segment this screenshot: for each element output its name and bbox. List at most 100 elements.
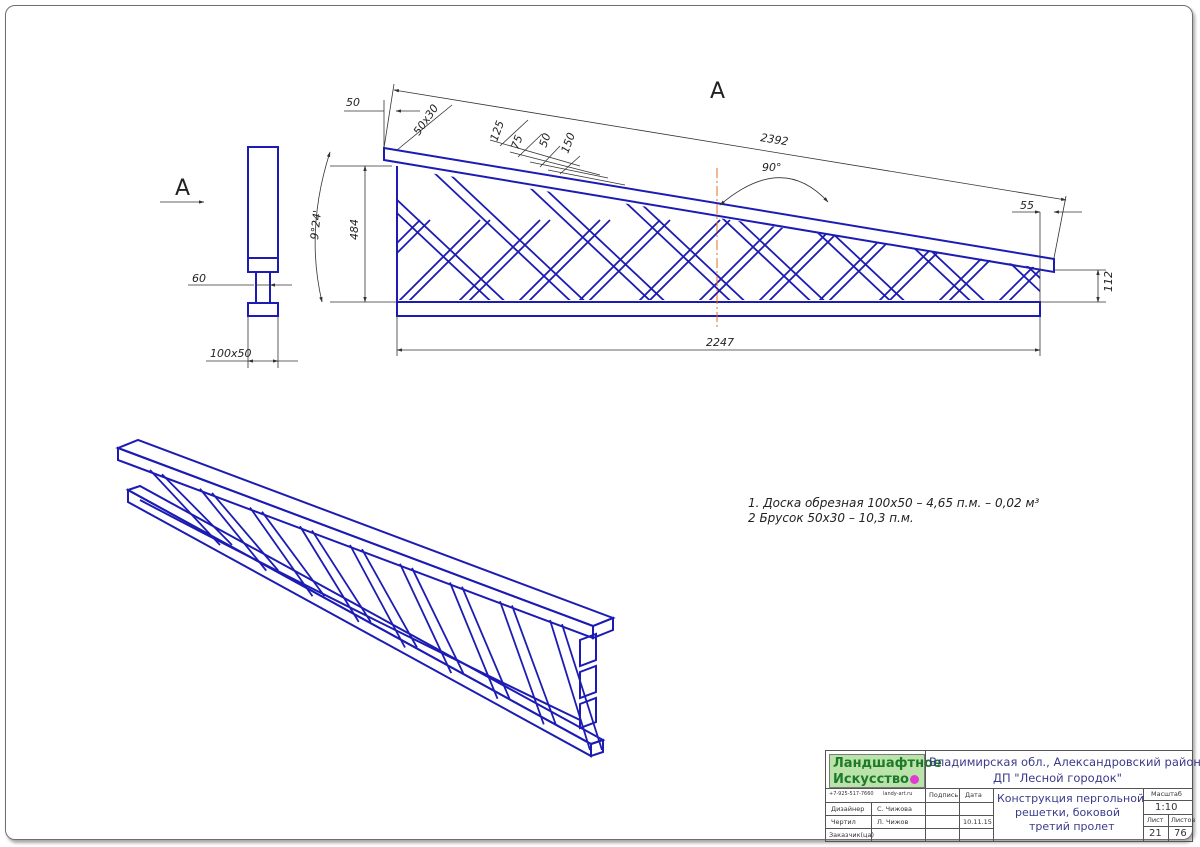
- lattice-slat-edge: [1050, 150, 1200, 310]
- lattice-cross-edge: [1060, 220, 1150, 310]
- iso-slat-edge: [449, 582, 499, 700]
- isometric-lattice: [149, 469, 603, 751]
- company-phone: +7-925-517-7660: [829, 791, 874, 797]
- sheet-number: 21: [1149, 828, 1162, 839]
- view-label-main: А: [710, 79, 725, 104]
- dim-post-gap: 60: [192, 272, 206, 285]
- lattice-diagonals: [397, 150, 1200, 310]
- lattice-cross-edge: [399, 219, 491, 300]
- lattice-slat-edge: [489, 168, 661, 300]
- iso-slat-edge: [549, 619, 591, 751]
- lattice-cross-edge: [699, 219, 791, 300]
- label-designer: Дизайнер: [831, 805, 865, 813]
- note-line-2: 2 Брусок 50х30 – 10,3 п.м.: [748, 511, 914, 525]
- lattice-cross-edge: [569, 219, 661, 300]
- lattice-cross-edge: [639, 219, 731, 300]
- dim-member-size: 50x30: [411, 102, 441, 138]
- iso-slat-edge: [261, 511, 326, 597]
- sheets-total: 76: [1174, 828, 1187, 839]
- drafter-name: Л. Чижов: [877, 818, 909, 826]
- label-sheet: Лист: [1147, 816, 1164, 824]
- dim-spacing-b: 75: [509, 133, 526, 151]
- company-site: landy-art.ru: [883, 791, 913, 797]
- lattice-cross-edge: [519, 219, 611, 300]
- designer-name: С. Чижова: [877, 805, 912, 813]
- lattice-cross-edge: [509, 219, 601, 300]
- dim-height-right: 112: [1102, 271, 1115, 292]
- lattice-cross-edge: [579, 219, 671, 300]
- material-notes: 1. Доска обрезная 100х50 – 4,65 п.м. – 0…: [748, 496, 1039, 526]
- iso-slat-edge: [411, 567, 465, 674]
- dim-post-size: 100x50: [210, 347, 252, 360]
- iso-slat-edge: [399, 563, 453, 674]
- note-line-1: 1. Доска обрезная 100х50 – 4,65 п.м. – 0…: [748, 496, 1040, 510]
- main-elevation-dimensions: [314, 83, 1106, 356]
- iso-slat-edge: [161, 473, 233, 546]
- view-label-side: А: [175, 176, 190, 201]
- project-location: Владимирская обл., Александровский район…: [929, 755, 1200, 769]
- lattice-cross-edge: [397, 219, 421, 300]
- logo-text-line2: Искусство: [833, 772, 909, 787]
- iso-slat-edge: [249, 506, 314, 597]
- title-block-frame: [825, 750, 1193, 842]
- lattice-cross-edge: [449, 219, 541, 300]
- iso-slat-edge: [461, 586, 511, 700]
- dim-spacing-d: 150: [559, 131, 578, 155]
- lattice-slat-edge: [397, 168, 501, 300]
- drawing-sheet-border: [5, 5, 1193, 840]
- isometric-view: [115, 438, 616, 758]
- dim-right-offset: 55: [1020, 199, 1034, 212]
- label-sheets: Листов: [1171, 816, 1196, 824]
- iso-slat-edge: [499, 600, 545, 725]
- lattice-cross-edge: [999, 219, 1040, 300]
- label-scale: Масштаб: [1151, 790, 1182, 798]
- lattice-slat-edge: [889, 168, 1040, 300]
- dim-bottom-length: 2247: [706, 336, 734, 349]
- lattice-slat-edge: [649, 168, 821, 300]
- dim-angle-90: 90°: [762, 161, 782, 174]
- lattice-slat-edge: [1064, 150, 1200, 310]
- iso-slat-edge: [561, 623, 603, 751]
- logo-text-line1: Ландшафтное: [833, 756, 942, 771]
- dim-top-length: 2392: [760, 131, 790, 148]
- lattice-cross-edge: [397, 219, 481, 300]
- lattice-slat-edge: [983, 168, 1040, 300]
- lattice-cross-edge: [459, 219, 551, 300]
- dim-top-offset: 50: [346, 96, 360, 109]
- dim-spacing-a: 125: [488, 119, 507, 143]
- label-date: Дата: [965, 791, 982, 799]
- label-customer: Заказчик(ца): [829, 831, 874, 839]
- label-drafter: Чертил: [831, 818, 856, 826]
- iso-slat-edge: [349, 544, 406, 648]
- iso-slat-edge: [361, 548, 418, 648]
- lattice-slat-edge: [903, 168, 1040, 300]
- lattice-cross-edge: [1050, 220, 1140, 310]
- lattice-cross-edge: [749, 219, 841, 300]
- lattice-cross-edge: [879, 219, 971, 300]
- lattice-cross-edge: [689, 219, 781, 300]
- drawing-title-line1: Конструкция пергольной: [997, 792, 1145, 805]
- title-block: Ландшафтное Искусство +7-925-517-7660 la…: [825, 750, 1200, 842]
- drawing-title-line3: третий пролет: [1029, 820, 1115, 833]
- lattice-slat-edge: [397, 168, 515, 300]
- drawing-title-line2: решетки, боковой: [1015, 806, 1121, 819]
- drawing-date: 10.11.15: [963, 818, 992, 826]
- iso-slat-edge: [311, 529, 372, 623]
- iso-slat-edge: [511, 605, 557, 725]
- label-signature: Подпись: [929, 791, 959, 799]
- side-view-post: [247, 146, 279, 317]
- side-view-dimensions: [160, 200, 298, 368]
- scale-value: 1:10: [1155, 802, 1178, 813]
- company-logo: Ландшафтное Искусство: [829, 754, 942, 788]
- iso-slat-edge: [299, 525, 360, 623]
- dim-angle-slope: 9°24': [308, 210, 324, 241]
- lattice-slat-edge: [409, 168, 581, 300]
- lattice-slat-edge: [583, 168, 755, 300]
- lattice-cross-edge: [629, 219, 721, 300]
- iso-slat-edge: [199, 488, 267, 572]
- lattice-cross-edge: [397, 219, 431, 300]
- dim-height-left: 484: [348, 219, 361, 240]
- iso-slat-edge: [149, 469, 221, 546]
- logo-dot-icon: [910, 775, 919, 784]
